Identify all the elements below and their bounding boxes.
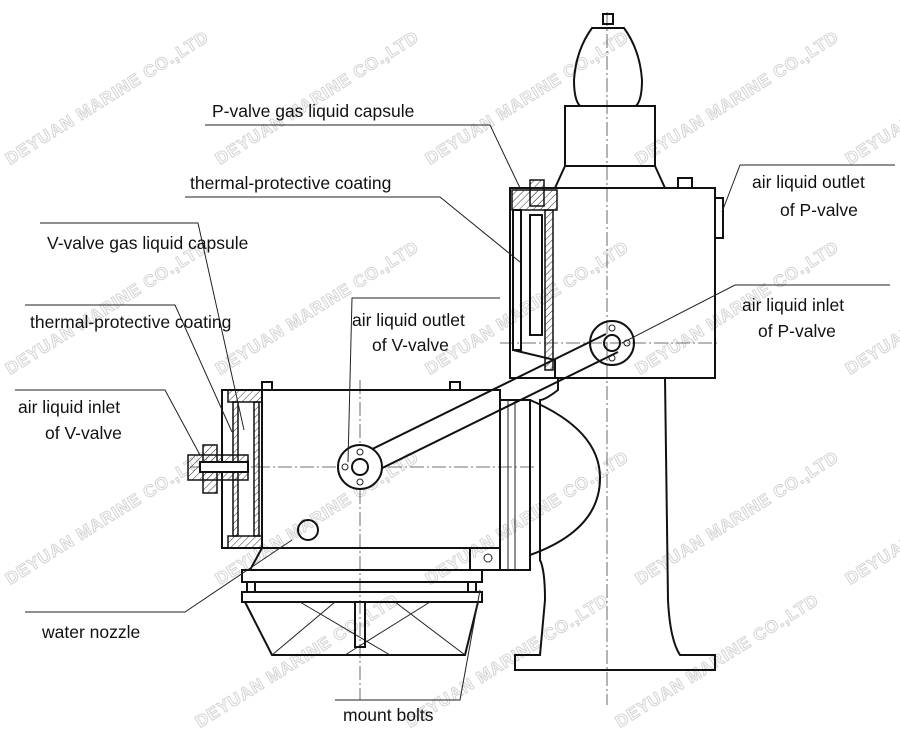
body-bolt	[449, 381, 461, 391]
watermark: DEYUAN MARINE CO.,LTD	[2, 27, 212, 168]
top-lug	[677, 177, 693, 189]
p-coating-layer	[544, 209, 554, 371]
label-p-inlet-2: of P-valve	[758, 321, 836, 341]
mount-bolt-hole	[483, 553, 493, 563]
column	[514, 377, 716, 671]
watermark: DEYUAN MARINE CO.,LTD	[212, 237, 422, 378]
p-inlet-bore	[603, 334, 621, 352]
neck	[564, 105, 656, 167]
label-v-coating: thermal-protective coating	[30, 312, 231, 332]
label-v-outlet: air liquid outlet	[352, 310, 465, 330]
leader-line	[347, 297, 500, 463]
mount-bolt	[467, 581, 477, 593]
p-capsule-bolt	[529, 179, 545, 207]
label-p-coating: thermal-protective coating	[190, 173, 391, 193]
nozzle-funnel	[244, 601, 479, 656]
neck-flare	[554, 165, 666, 189]
label-v-inlet-2: of V-valve	[45, 423, 122, 443]
p-capsule-chamber	[529, 214, 543, 336]
v-capsule-top	[227, 389, 263, 403]
flange-bolt-hole	[608, 324, 616, 332]
p-valve-box	[509, 187, 716, 379]
leader-line	[185, 196, 521, 263]
top-bolt	[602, 13, 614, 25]
watermark: DEYUAN MARINE CO.,LTD	[422, 237, 632, 378]
watermark: DEYUAN MARINE CO.,LTD	[422, 27, 632, 168]
watermark: DEYUAN MARINE CO.,LTD	[632, 447, 842, 588]
label-v-outlet-2: of V-valve	[372, 335, 449, 355]
p-capsule-wall	[512, 209, 522, 351]
leader-line	[205, 124, 521, 189]
v-coating-layer	[253, 401, 260, 537]
label-mount-bolts: mount bolts	[343, 705, 434, 725]
body-bolt	[261, 381, 273, 391]
base-plate-lower	[241, 591, 483, 603]
leader-line	[721, 164, 895, 213]
label-p-capsule: P-valve gas liquid capsule	[212, 101, 414, 121]
leader-line	[621, 284, 890, 344]
label-p-inlet: air liquid inlet	[742, 295, 844, 315]
label-v-inlet: air liquid inlet	[18, 397, 120, 417]
gauge-port	[297, 519, 319, 541]
watermark: DEYUAN MARINE CO.,LTD	[212, 27, 422, 168]
v-outlet-flange	[337, 444, 383, 490]
watermark: DEYUAN MARINE CO.,LTD	[2, 237, 212, 378]
funnel-braces	[271, 601, 466, 656]
leader-line	[15, 389, 201, 456]
label-p-outlet: air liquid outlet	[752, 172, 865, 192]
water-nozzle	[354, 601, 366, 648]
label-water-nozzle: water nozzle	[41, 622, 140, 642]
p-inlet-flange	[589, 320, 635, 366]
flange-bolt-hole	[341, 463, 349, 471]
watermark: DEYUAN MARINE CO.,LTD	[842, 447, 900, 588]
p-outlet-port	[714, 197, 724, 239]
watermark: DEYUAN MARINE CO.,LTD	[842, 27, 900, 168]
watermark: DEYUAN MARINE CO.,LTD	[612, 590, 822, 731]
watermark: DEYUAN MARINE CO.,LTD	[632, 27, 842, 168]
labels: P-valve gas liquid capsule thermal-prote…	[18, 101, 865, 725]
leader-line	[25, 304, 233, 433]
mount-bolt	[246, 581, 256, 593]
mount-bracket	[469, 547, 501, 571]
watermark: DEYUAN MARINE CO.,LTD	[842, 237, 900, 378]
label-v-capsule: V-valve gas liquid capsule	[47, 233, 248, 253]
leader-line	[40, 222, 245, 431]
v-outlet-bore	[351, 458, 369, 476]
v-valve	[187, 333, 619, 656]
connecting-pipe	[353, 333, 619, 477]
base-plate	[241, 569, 483, 583]
watermark: DEYUAN MARINE CO.,LTD	[422, 447, 632, 588]
v-inlet-bore	[199, 461, 249, 473]
leader-lines	[15, 124, 895, 701]
watermark: DEYUAN MARINE CO.,LTD	[2, 447, 212, 588]
leader-line	[25, 539, 293, 613]
flange-bolt-hole	[356, 448, 364, 456]
column-bulge	[529, 399, 602, 556]
label-p-outlet-2: of P-valve	[780, 200, 858, 220]
leader-line	[335, 589, 481, 701]
watermark: DEYUAN MARINE CO.,LTD	[402, 590, 612, 731]
p-valve	[509, 13, 724, 671]
v-capsule-bottom	[227, 535, 263, 549]
flange-bolt-hole	[356, 478, 364, 486]
